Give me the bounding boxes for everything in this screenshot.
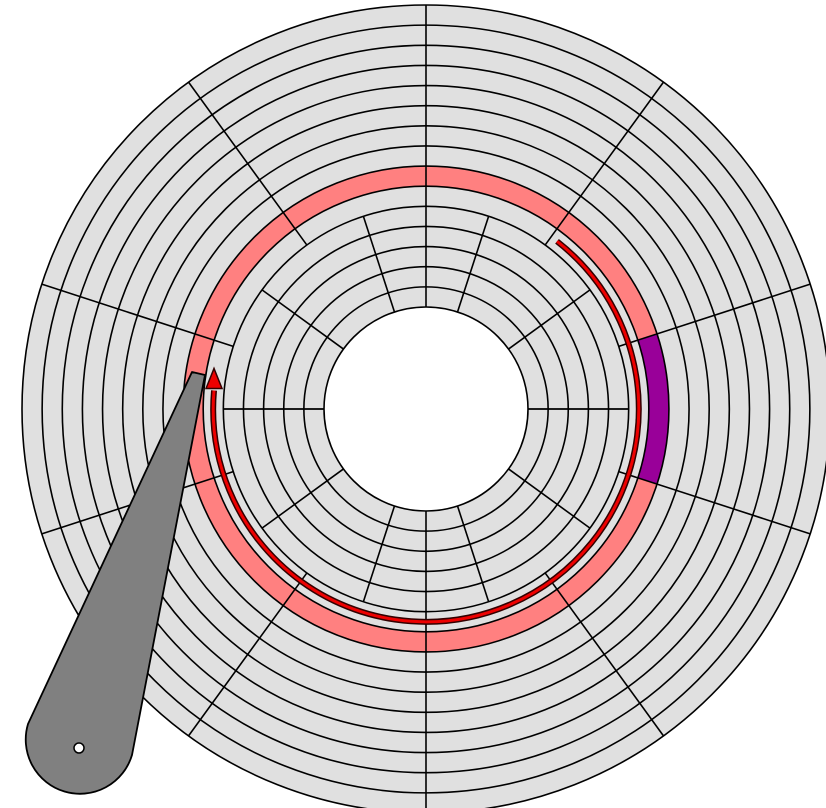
inner-sector-boundary <box>362 216 396 313</box>
read-write-head-arm-icon <box>24 371 206 795</box>
sector-boundary <box>544 81 665 246</box>
rotation-arrowhead <box>204 366 224 390</box>
arm-pivot <box>73 742 85 754</box>
spindle-hole <box>323 306 529 512</box>
track-and-sector-lines <box>21 4 826 808</box>
inner-sector-boundary <box>456 216 490 313</box>
inner-sector-boundary <box>362 505 396 602</box>
inner-sector-boundary <box>508 468 591 529</box>
actuator-arm <box>24 371 206 795</box>
sector-boundary <box>544 572 665 737</box>
sector-boundary <box>187 81 308 246</box>
inner-sector-boundary <box>508 289 591 350</box>
inner-sector-boundary <box>261 468 344 529</box>
rotation-direction-arrow-icon <box>204 238 642 625</box>
sector-boundary <box>187 572 308 737</box>
sector-boundary <box>41 283 234 348</box>
inner-sector-boundary <box>456 505 490 602</box>
sector-boundary <box>618 283 811 348</box>
rotation-arrow-shaft <box>211 240 641 624</box>
inner-sector-boundary <box>261 289 344 350</box>
sector-boundary <box>618 470 811 535</box>
